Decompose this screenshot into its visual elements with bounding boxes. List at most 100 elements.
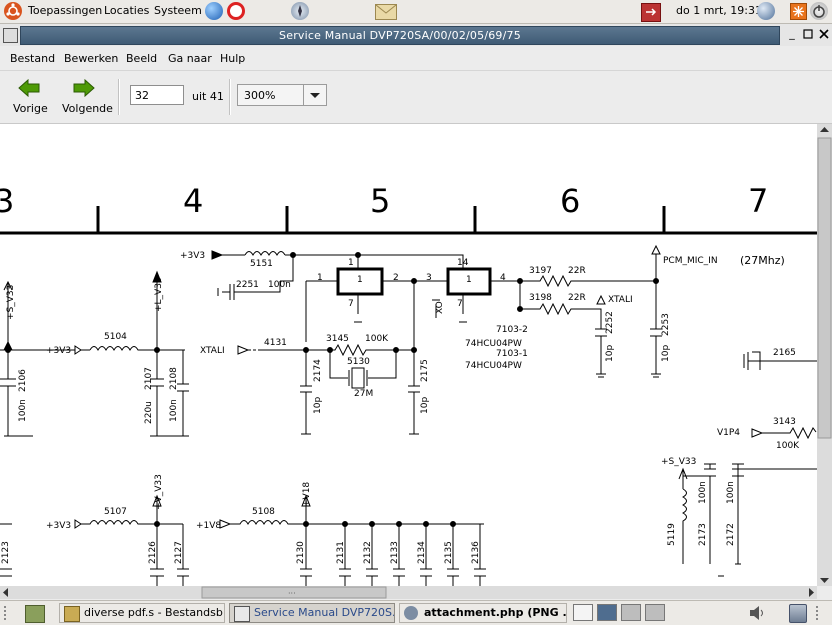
network-icon[interactable]: [757, 2, 775, 20]
label-2132: 2132: [363, 541, 373, 564]
globe-icon[interactable]: [205, 2, 223, 20]
image-viewer-icon: [404, 606, 418, 620]
menu-applications[interactable]: Toepassingen: [28, 4, 103, 17]
chevron-down-icon[interactable]: [303, 85, 326, 105]
taskbar-item-label: attachment.php (PNG ...: [424, 606, 567, 619]
label-3198: 3198: [529, 293, 552, 303]
grid-number: 7: [748, 182, 768, 220]
label-2252-val: 10p: [605, 345, 615, 362]
label-2173: 2173: [698, 523, 708, 546]
label-5130: 5130: [347, 357, 370, 367]
panel-handle[interactable]: [816, 606, 824, 620]
label-5119: 5119: [667, 523, 677, 546]
back-button[interactable]: Vorige: [13, 102, 48, 115]
bottom-panel: diverse pdf.s - Bestandsb... Service Man…: [0, 600, 832, 625]
label-2135: 2135: [444, 541, 454, 564]
workspace-3[interactable]: [621, 604, 641, 621]
toolbar-separator: [118, 79, 120, 115]
taskbar-item-label: Service Manual DVP720S...: [254, 606, 395, 619]
workspace-2[interactable]: [597, 604, 617, 621]
label-3145-val: 100K: [365, 334, 389, 344]
label-1v8: +1V8: [196, 521, 221, 531]
menubar: Bestand Bewerken Beeld Ga naar Hulp: [0, 46, 832, 71]
workspace-4[interactable]: [645, 604, 665, 621]
label-s-v33: +S_V33: [6, 285, 16, 320]
scroll-corner: [817, 586, 832, 599]
pin-label: 3: [426, 273, 432, 283]
label-5108: 5108: [252, 507, 275, 517]
label-xtali: XTALI: [608, 295, 633, 305]
zoom-select[interactable]: 300%: [237, 84, 327, 106]
menu-edit[interactable]: Bewerken: [64, 52, 119, 65]
label-2134: 2134: [417, 541, 427, 564]
logout-icon[interactable]: [641, 3, 661, 22]
vertical-scrollbar[interactable]: [817, 124, 832, 586]
close-button[interactable]: [817, 27, 831, 41]
label-2253-val: 10p: [661, 345, 671, 362]
label-2252: 2252: [605, 311, 615, 334]
grid-number: 5: [370, 182, 390, 220]
label-v18: +V18: [302, 482, 312, 507]
pin-label: 7: [457, 299, 463, 309]
svg-text:···: ···: [288, 589, 296, 598]
label-2136: 2136: [471, 541, 481, 564]
window-menu-icon[interactable]: [3, 28, 18, 43]
label-2130: 2130: [296, 541, 306, 564]
trash-icon[interactable]: [789, 604, 807, 623]
volume-icon[interactable]: [748, 605, 766, 624]
compass-icon[interactable]: [291, 2, 309, 20]
document-view[interactable]: 3 4 5 6 7 +3V3 5151 2251 100n 1 2 3 4 14…: [0, 124, 817, 586]
label-3145: 3145: [326, 334, 349, 344]
minimize-button[interactable]: _: [789, 27, 795, 40]
label-2123: 2123: [1, 541, 11, 564]
forward-button[interactable]: Volgende: [62, 102, 113, 115]
menu-go[interactable]: Ga naar: [168, 52, 212, 65]
ic-box-label: 1: [466, 275, 472, 285]
menu-system[interactable]: Systeem: [154, 4, 202, 17]
panel-handle[interactable]: [4, 606, 12, 620]
workspace-1[interactable]: [573, 604, 593, 621]
label-3198-val: 22R: [568, 293, 586, 303]
menu-view[interactable]: Beeld: [126, 52, 158, 65]
menu-file[interactable]: Bestand: [10, 52, 56, 65]
mail-icon[interactable]: [375, 4, 397, 20]
page-count-label: uit 41: [192, 90, 224, 103]
ic-box-label: 1: [357, 275, 363, 285]
label-xtali-in: XTALI: [200, 346, 225, 356]
lifebuoy-icon[interactable]: [227, 2, 245, 20]
label-2174-val: 10p: [313, 397, 323, 414]
taskbar-item[interactable]: attachment.php (PNG ...: [399, 603, 567, 623]
label-2106: 2106: [18, 369, 28, 392]
window-title-bar[interactable]: Service Manual DVP720SA/00/02/05/69/75: [0, 24, 832, 46]
page-number-input[interactable]: [130, 85, 184, 105]
label-5151: 5151: [250, 259, 273, 269]
label-xo: XO: [435, 301, 445, 314]
clock[interactable]: do 1 mrt, 19:31: [676, 4, 762, 17]
label-3v3: +3V3: [180, 251, 205, 261]
toolbar-separator: [229, 79, 231, 115]
label-freq: (27Mhz): [740, 254, 785, 267]
label-2133: 2133: [390, 541, 400, 564]
back-arrow-icon[interactable]: [18, 78, 40, 100]
power-icon[interactable]: [810, 2, 828, 20]
label-7103-1: 7103-1: [496, 349, 528, 359]
label-2172: 2172: [726, 523, 736, 546]
show-desktop-icon[interactable]: [25, 605, 45, 623]
title-fill: Service Manual DVP720SA/00/02/05/69/75: [20, 26, 780, 45]
forward-arrow-icon[interactable]: [73, 78, 95, 100]
menu-places[interactable]: Locaties: [104, 4, 150, 17]
label-2108-val: 100n: [169, 399, 179, 422]
label-s-v33: +S_V33: [661, 457, 696, 467]
update-icon[interactable]: [790, 3, 807, 20]
ubuntu-logo-icon[interactable]: [4, 2, 22, 20]
taskbar-item-label: diverse pdf.s - Bestandsb...: [84, 606, 225, 619]
horizontal-scrollbar[interactable]: ···: [0, 586, 817, 599]
label-l-v33: +L_V33: [154, 277, 164, 312]
taskbar-item[interactable]: diverse pdf.s - Bestandsb...: [59, 603, 225, 623]
taskbar-item-active[interactable]: Service Manual DVP720S...: [229, 603, 395, 623]
label-74hcu04pw: 74HCU04PW: [465, 339, 522, 349]
top-panel: Toepassingen Locaties Systeem do 1 mrt, …: [0, 0, 832, 24]
maximize-button[interactable]: [801, 27, 815, 41]
menu-help[interactable]: Hulp: [220, 52, 246, 65]
label-2174: 2174: [313, 359, 323, 382]
